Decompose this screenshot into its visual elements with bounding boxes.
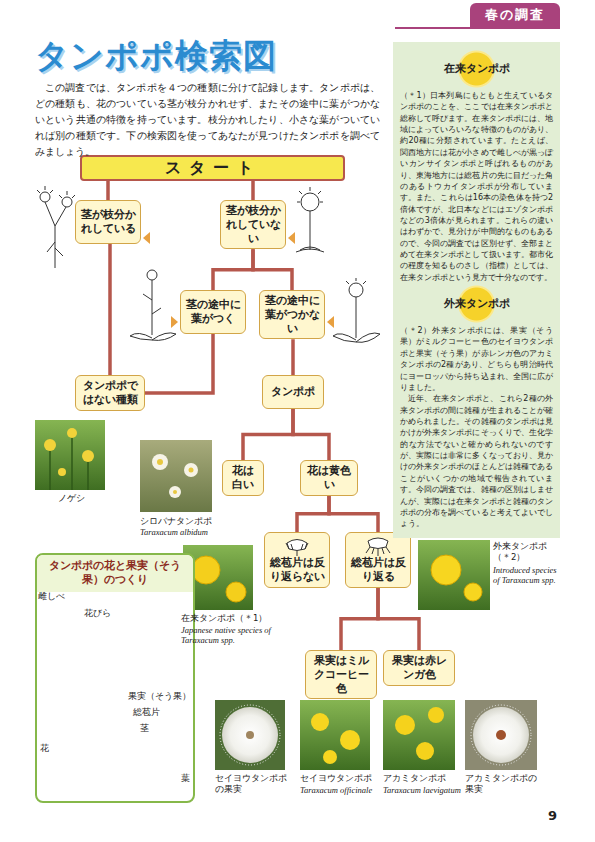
connector-line <box>293 409 329 460</box>
photo-caption: シロバナタンポポ <box>140 516 230 527</box>
connector-line <box>213 249 253 290</box>
connector-line <box>341 588 378 651</box>
part-label: 果実（そう果） <box>128 691 192 702</box>
photo-caption: アカミタンポポの果実 <box>465 773 537 795</box>
plant-sketches <box>37 186 380 342</box>
node-text: 春の調査 <box>485 6 545 24</box>
connector-line <box>291 339 295 375</box>
photo-caption: アカミタンポポ <box>383 773 461 784</box>
decision-box: 茎が枝分かれしていない <box>220 200 286 249</box>
result-box: タンポポ <box>262 375 324 409</box>
connector-line <box>378 588 419 651</box>
tab-rule <box>395 27 560 29</box>
photo-nogeshi <box>35 420 105 490</box>
intro-text: この調査では、タンポポを４つの種類に分けて記録します。タンポポは、どの種類も、花… <box>35 80 380 160</box>
result-box: タンポポではない種類 <box>75 375 145 411</box>
connector-line <box>108 244 112 375</box>
node-text: 総苞片は反り返る <box>350 556 406 584</box>
species-name: Taraxacum laevigatum <box>383 785 463 795</box>
photo-shirobana <box>140 440 212 512</box>
start-box: スタート <box>80 155 345 181</box>
node-text: タンポポではない種類 <box>80 379 140 407</box>
result-box: 果実はミルクコーヒー色 <box>305 650 377 699</box>
result-box: 果実は赤レンガ色 <box>383 650 455 686</box>
part-label: 総苞片 <box>133 707 173 718</box>
part-label: 花びら <box>84 608 124 619</box>
node-text: 果実はミルクコーヒー色 <box>310 654 372 695</box>
part-label: 茎 <box>140 723 154 734</box>
decision-box: 花は白い <box>222 460 264 496</box>
photo-seiyou-fruit <box>215 700 285 770</box>
node-text: 茎の途中に葉がつかない <box>264 294 320 335</box>
connector-line <box>243 409 293 460</box>
node-text: 茎が枝分かれしている <box>80 208 136 236</box>
panel-body: （＊2）外来タンポポには、果実（そう果）がミルクコーヒー色のセイヨウタンポポと果… <box>400 325 553 393</box>
species-name: Japanese native species of Taraxacum spp… <box>181 625 271 645</box>
node-text: タンポポ <box>271 385 315 399</box>
section-tab: 春の調査 <box>470 3 560 27</box>
connector-line <box>145 334 213 393</box>
decision-box: 茎の途中に葉がつく <box>180 290 246 334</box>
bract-sketch <box>358 536 398 556</box>
connector-line <box>329 496 378 533</box>
photo-caption: 在来タンポポ（＊1） <box>181 613 273 624</box>
node-text: 茎の途中に葉がつく <box>185 298 241 326</box>
decision-box: 茎が枝分かれしている <box>75 200 141 244</box>
node-text: 果実は赤レンガ色 <box>388 654 450 682</box>
photo-akami <box>383 700 455 770</box>
photo-seiyou <box>300 700 370 770</box>
bract-sketch <box>277 536 317 556</box>
photo-akami-fruit <box>465 700 537 770</box>
panel-body: （＊1）日本列島にもともと生えているタンポポのことを、ここでは在来タンポポと総称… <box>400 90 553 283</box>
species-name: Taraxacum albidum <box>140 527 230 537</box>
part-label: 花 <box>40 743 54 754</box>
species-name: Taraxacum officinale <box>300 785 380 795</box>
box-heading: タンポポの花と果実（そう果）のつくり <box>37 555 193 592</box>
panel-heading: 在来タンポポ <box>400 50 553 88</box>
panel-body: 近年、在来タンポポと、これら2種の外来タンポポの間に雑種が生まれることが確かめら… <box>400 393 553 529</box>
connector-line <box>106 181 110 200</box>
connector-line <box>251 181 255 200</box>
photo-caption: ノゲシ <box>58 493 103 504</box>
decision-box: 茎の途中に葉がつかない <box>259 290 325 339</box>
photo-caption: 外来タンポポ（＊2） <box>493 541 559 563</box>
decision-box: 総苞片は反り返る <box>345 532 411 588</box>
node-text: 花は白い <box>227 464 259 492</box>
panel-heading: 外来タンポポ <box>400 285 553 323</box>
structure-box: タンポポの花と果実（そう果）のつくり <box>35 553 195 803</box>
part-label: 葉 <box>181 773 193 784</box>
node-text: 茎が枝分かれしていない <box>225 204 281 245</box>
page-title: タンポポ検索図 <box>35 34 277 79</box>
node-text: 花は黄色い <box>305 464 353 492</box>
photo-caption: セイヨウタンポポ <box>300 773 378 784</box>
decision-box: 花は黄色い <box>300 460 358 496</box>
species-name: Introduced species of Taraxacum spp. <box>493 565 559 585</box>
photo-caption: セイヨウタンポポの果実 <box>215 773 287 795</box>
part-label: 雌しべ <box>38 591 78 602</box>
decision-box: 総苞片は反り返らない <box>264 532 330 588</box>
node-text: スタート <box>165 158 261 179</box>
photo-introduced <box>418 540 490 610</box>
connector-line <box>297 496 329 533</box>
connector-line <box>253 249 292 290</box>
note-panel: 在来タンポポ（＊1）日本列島にもともと生えているタンポポのことを、ここでは在来タ… <box>393 42 560 538</box>
node-text: 総苞片は反り返らない <box>269 556 325 584</box>
page-number: 9 <box>548 808 572 825</box>
